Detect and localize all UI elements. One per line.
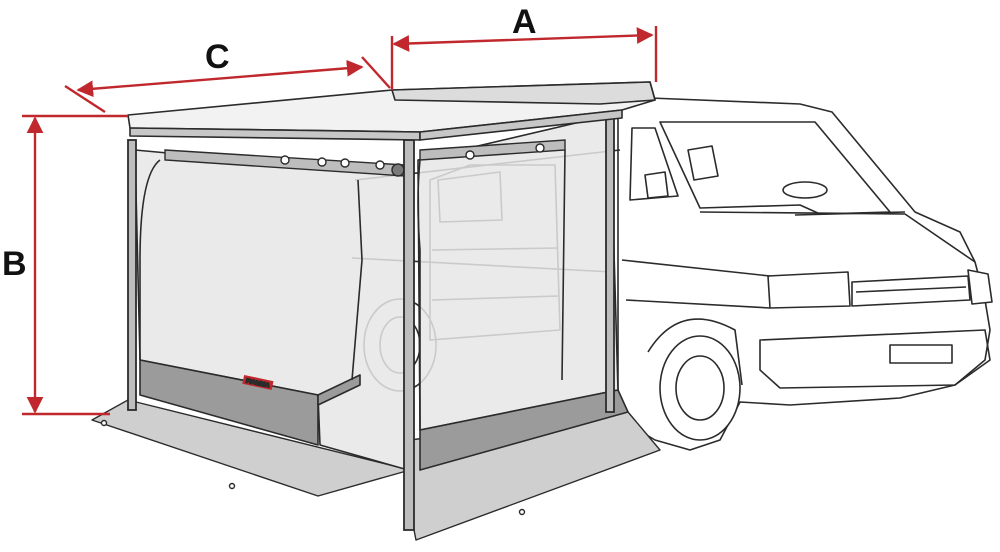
dimension-c-arrow (76, 59, 364, 98)
dimension-a-arrow (392, 27, 654, 52)
awning-top (127, 81, 656, 141)
roller-bars (164, 139, 566, 177)
awning-room-icon: FIAMMA (134, 114, 629, 471)
dimension-c-extension-right (361, 56, 391, 89)
dimension-b-label: B (2, 245, 27, 283)
dimension-c-label: C (205, 38, 230, 76)
dimension-a-label: A (512, 3, 537, 41)
dimension-c-extension-left (64, 84, 106, 114)
dimension-lines (22, 26, 658, 416)
